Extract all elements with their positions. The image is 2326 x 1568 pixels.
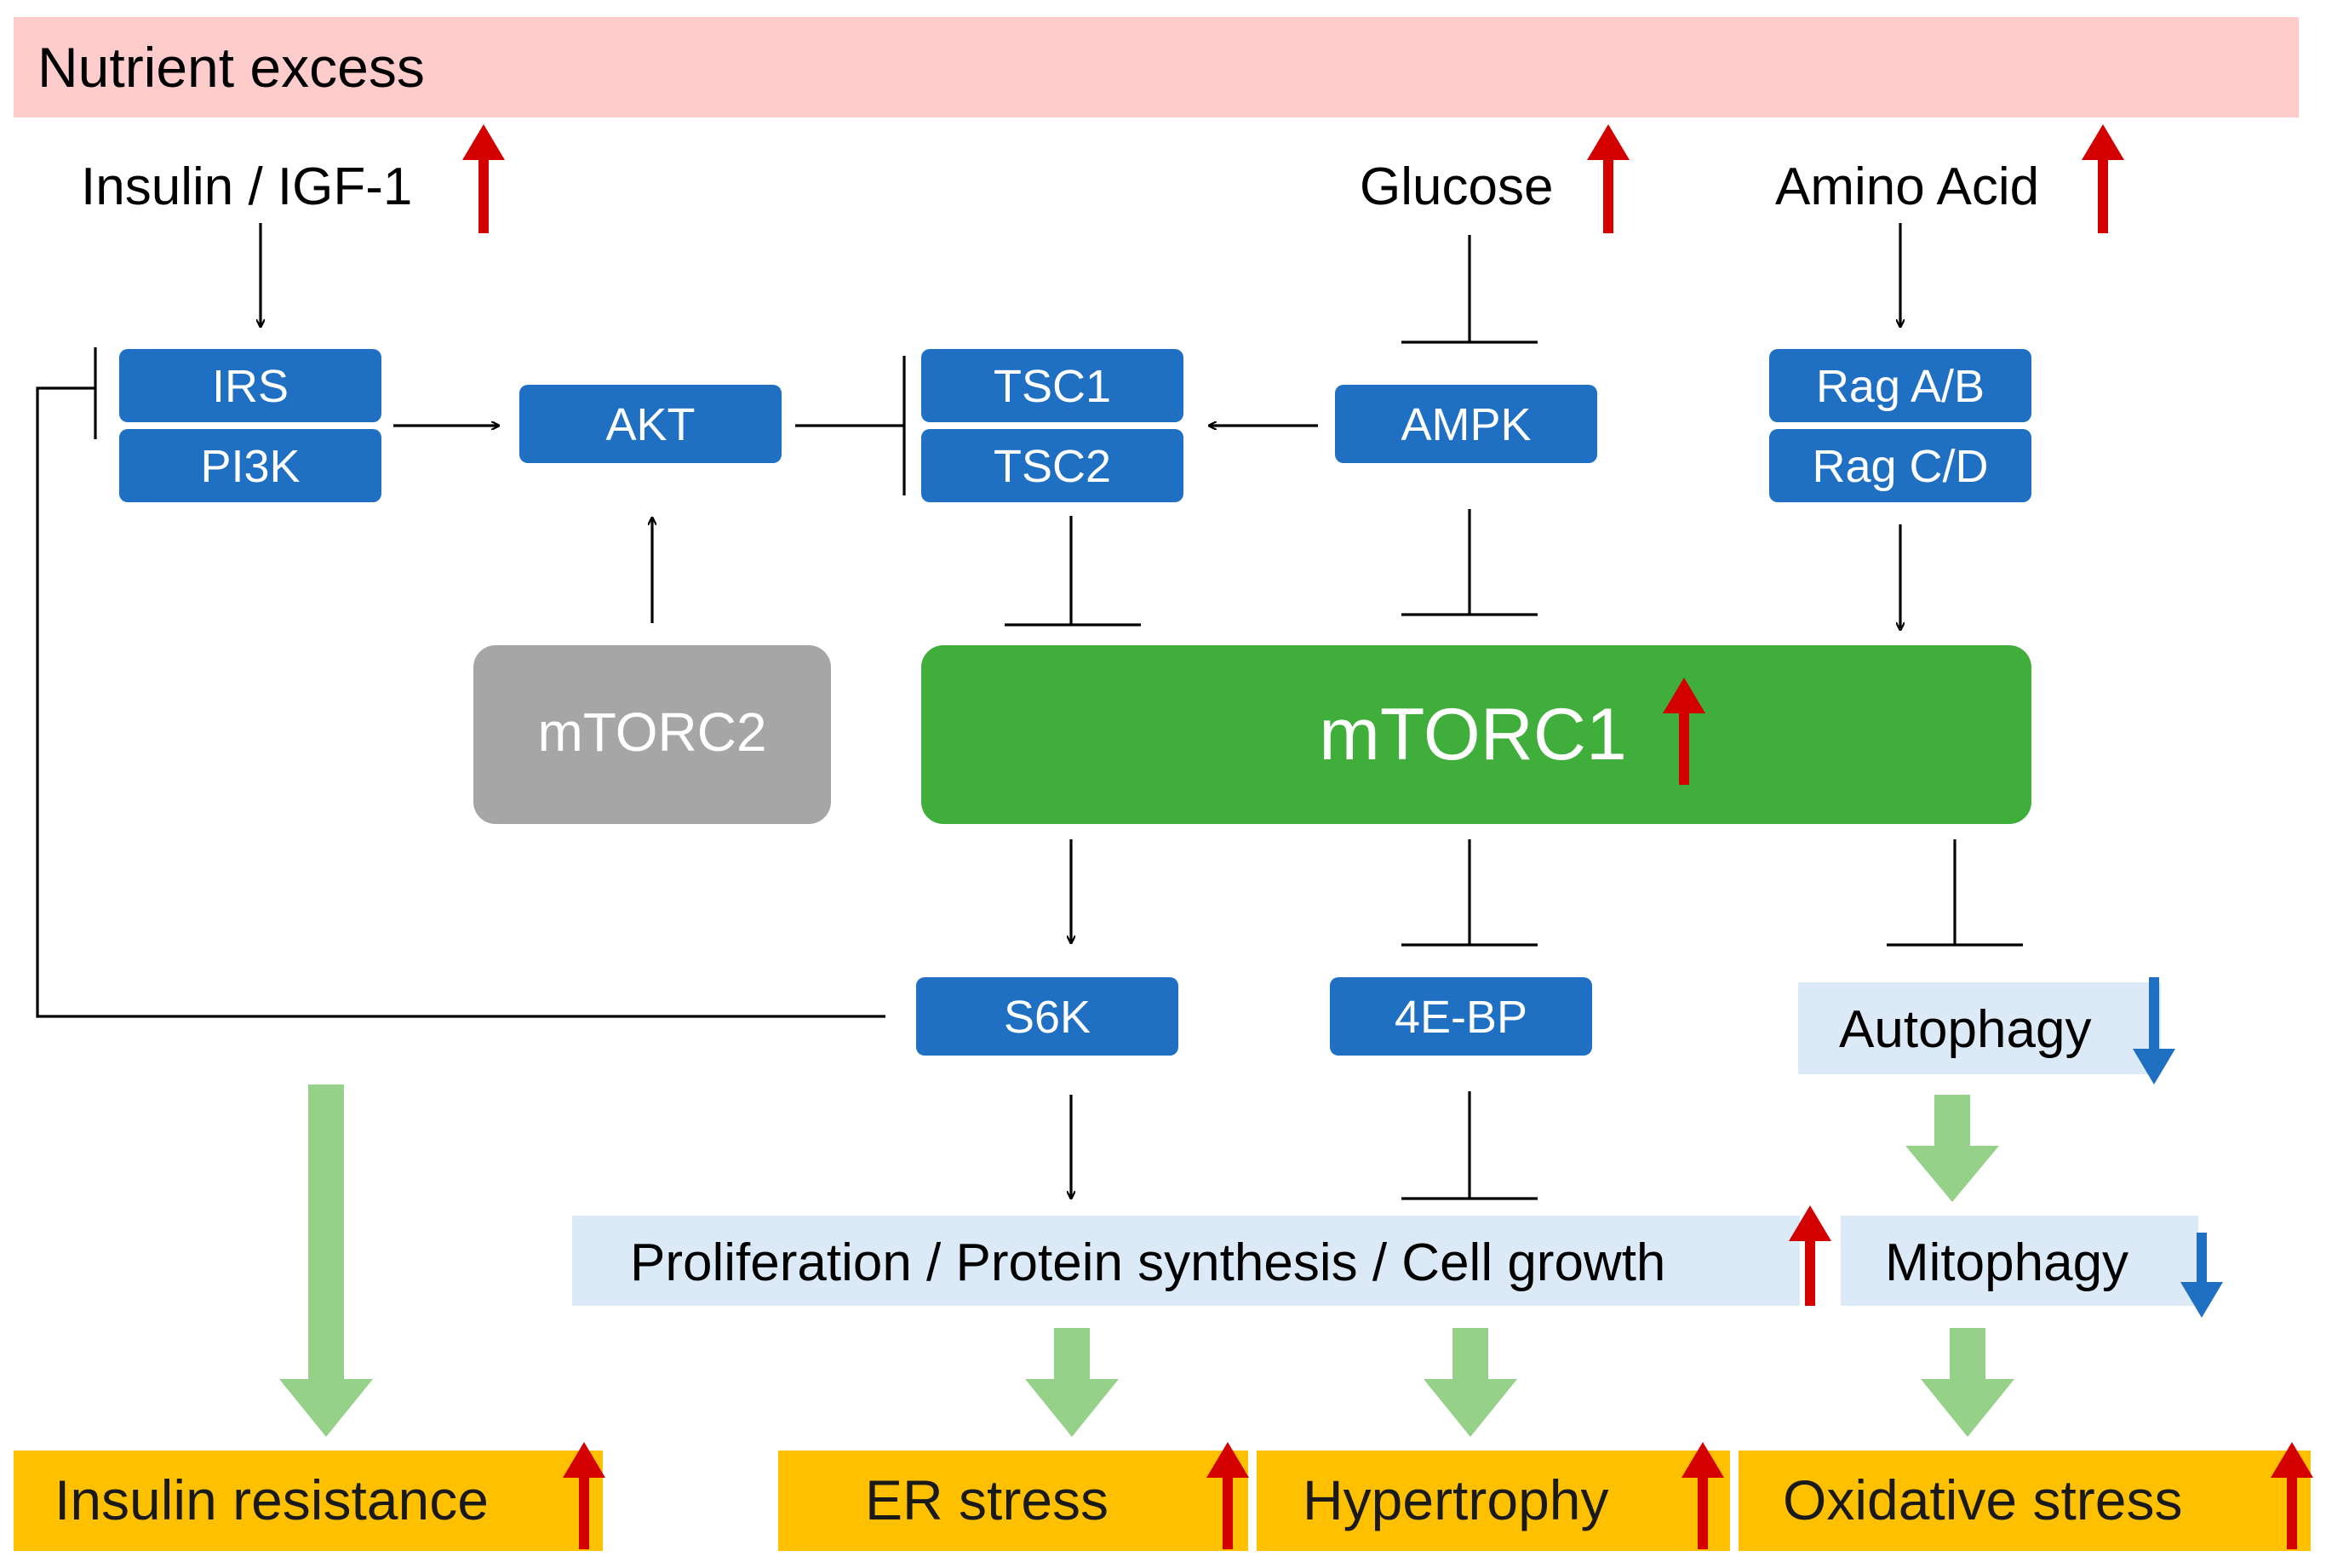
flow-arrow-insulin-resistance <box>279 1084 373 1437</box>
mtorc2-node: mTORC2 <box>473 645 831 824</box>
tsc2-node: TSC2 <box>921 429 1183 502</box>
rag-ab-label: Rag A/B <box>1816 361 1985 412</box>
oxidative-stress-label: Oxidative stress <box>1783 1468 2182 1531</box>
increase-arrow-icon <box>2271 1442 2313 1549</box>
hypertrophy-box <box>1257 1451 1730 1551</box>
feedback-line-s6k-irs <box>36 386 885 1018</box>
irs-label: IRS <box>212 361 289 412</box>
mitophagy-box <box>1841 1216 2198 1306</box>
s6k-node: S6K <box>916 977 1178 1056</box>
tsc2-label: TSC2 <box>994 441 1111 492</box>
mtorc1-node: mTORC1 <box>921 645 2031 824</box>
increase-arrow-icon <box>1681 1442 1724 1549</box>
s6k-label: S6K <box>1004 992 1091 1043</box>
growth-process-box <box>572 1216 1800 1306</box>
flow-arrow-er-stress <box>1025 1328 1119 1437</box>
nutrient-excess-banner <box>14 17 2299 117</box>
amino-acid-label: Amino Acid <box>1775 157 2039 216</box>
hypertrophy-label: Hypertrophy <box>1303 1468 1609 1531</box>
er-stress-label: ER stress <box>865 1468 1109 1531</box>
autophagy-box <box>1798 982 2161 1074</box>
autophagy-label: Autophagy <box>1839 1000 2091 1059</box>
er-stress-box <box>778 1451 1248 1551</box>
mitophagy-label: Mitophagy <box>1885 1233 2128 1292</box>
rag-cd-label: Rag C/D <box>1812 441 1988 492</box>
irs-node: IRS <box>119 349 381 422</box>
increase-arrow-icon <box>563 1442 605 1549</box>
decrease-arrow-icon <box>2133 977 2175 1084</box>
flow-arrows <box>279 1084 2014 1437</box>
pi3k-node: PI3K <box>119 429 381 502</box>
increase-arrow-icon <box>1663 678 1705 785</box>
insulin-igf1-label: Insulin / IGF-1 <box>81 157 412 216</box>
increase-arrow-icon <box>1587 124 1630 233</box>
ampk-node: AMPK <box>1335 385 1597 463</box>
4ebp-label: 4E-BP <box>1395 992 1527 1043</box>
increase-arrow-icon <box>1206 1442 1249 1549</box>
oxidative-stress-box <box>1739 1451 2311 1551</box>
decrease-arrow-icon <box>2180 1233 2223 1318</box>
growth-process-label: Proliferation / Protein synthesis / Cell… <box>630 1233 1665 1292</box>
tsc1-label: TSC1 <box>994 361 1111 412</box>
glucose-label: Glucose <box>1360 157 1553 216</box>
mtorc2-label: mTORC2 <box>537 701 766 763</box>
pi3k-label: PI3K <box>200 441 300 492</box>
rag-ab-node: Rag A/B <box>1769 349 2031 422</box>
increase-arrow-icon <box>2082 124 2124 233</box>
akt-label: AKT <box>605 399 695 450</box>
pathway-connectors <box>36 223 2023 1200</box>
rag-cd-node: Rag C/D <box>1769 429 2031 502</box>
nutrient-excess-label: Nutrient excess <box>37 36 425 99</box>
insulin-resistance-box <box>14 1451 603 1551</box>
4ebp-node: 4E-BP <box>1330 977 1592 1056</box>
flow-arrow-hypertrophy <box>1424 1328 1517 1437</box>
increase-arrow-icon <box>1789 1205 1831 1306</box>
flow-arrow-autophagy-mitophagy <box>1905 1095 1999 1202</box>
mtorc1-label: mTORC1 <box>1319 694 1627 775</box>
insulin-resistance-label: Insulin resistance <box>54 1468 489 1531</box>
increase-arrow-icon <box>462 124 505 233</box>
flow-arrow-oxidative-stress <box>1921 1328 2014 1437</box>
ampk-label: AMPK <box>1401 399 1531 450</box>
tsc1-node: TSC1 <box>921 349 1183 422</box>
akt-node: AKT <box>519 385 782 463</box>
